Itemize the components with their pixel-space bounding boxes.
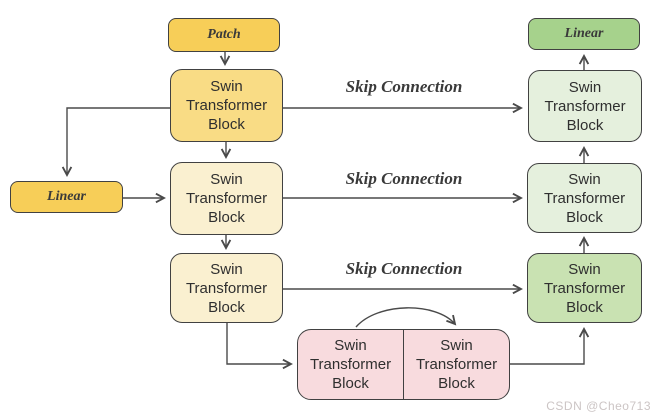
skip-connection-label-3: Skip Connection xyxy=(345,259,463,278)
skip-connection-label-2: Skip Connection xyxy=(345,169,463,188)
linear-projection-node: Linear xyxy=(528,18,640,50)
encoder-block-2: Swin Transformer Block xyxy=(170,162,283,235)
patch-node: Patch xyxy=(168,18,280,52)
skip-connection-label-1: Skip Connection xyxy=(345,77,463,96)
encoder-block-1: Swin Transformer Block xyxy=(170,69,283,142)
decoder-block-3-label: Swin Transformer Block xyxy=(543,260,626,316)
bottleneck-node: Swin Transformer Block Swin Transformer … xyxy=(297,329,510,400)
linear-embedding-label: Linear xyxy=(47,189,86,204)
bottleneck-block-1-label: Swin Transformer Block xyxy=(309,337,392,392)
bottleneck-block-2: Swin Transformer Block xyxy=(404,330,509,399)
csdn-watermark: CSDN @Cheo713 xyxy=(546,399,651,413)
bottleneck-block-2-label: Swin Transformer Block xyxy=(415,337,498,392)
bottleneck-block-1: Swin Transformer Block xyxy=(298,330,404,399)
linear-embedding-node: Linear xyxy=(10,181,123,213)
decoder-block-1-label: Swin Transformer Block xyxy=(544,78,626,134)
decoder-block-3: Swin Transformer Block xyxy=(527,253,642,323)
encoder-block-3: Swin Transformer Block xyxy=(170,253,283,323)
encoder-block-2-label: Swin Transformer Block xyxy=(185,171,268,226)
decoder-block-1: Swin Transformer Block xyxy=(528,70,642,142)
patch-label: Patch xyxy=(207,27,241,42)
decoder-block-2-label: Swin Transformer Block xyxy=(543,170,626,226)
decoder-block-2: Swin Transformer Block xyxy=(527,163,642,233)
linear-projection-label: Linear xyxy=(564,26,604,41)
encoder-block-3-label: Swin Transformer Block xyxy=(185,260,268,316)
encoder-block-1-label: Swin Transformer Block xyxy=(185,78,268,133)
